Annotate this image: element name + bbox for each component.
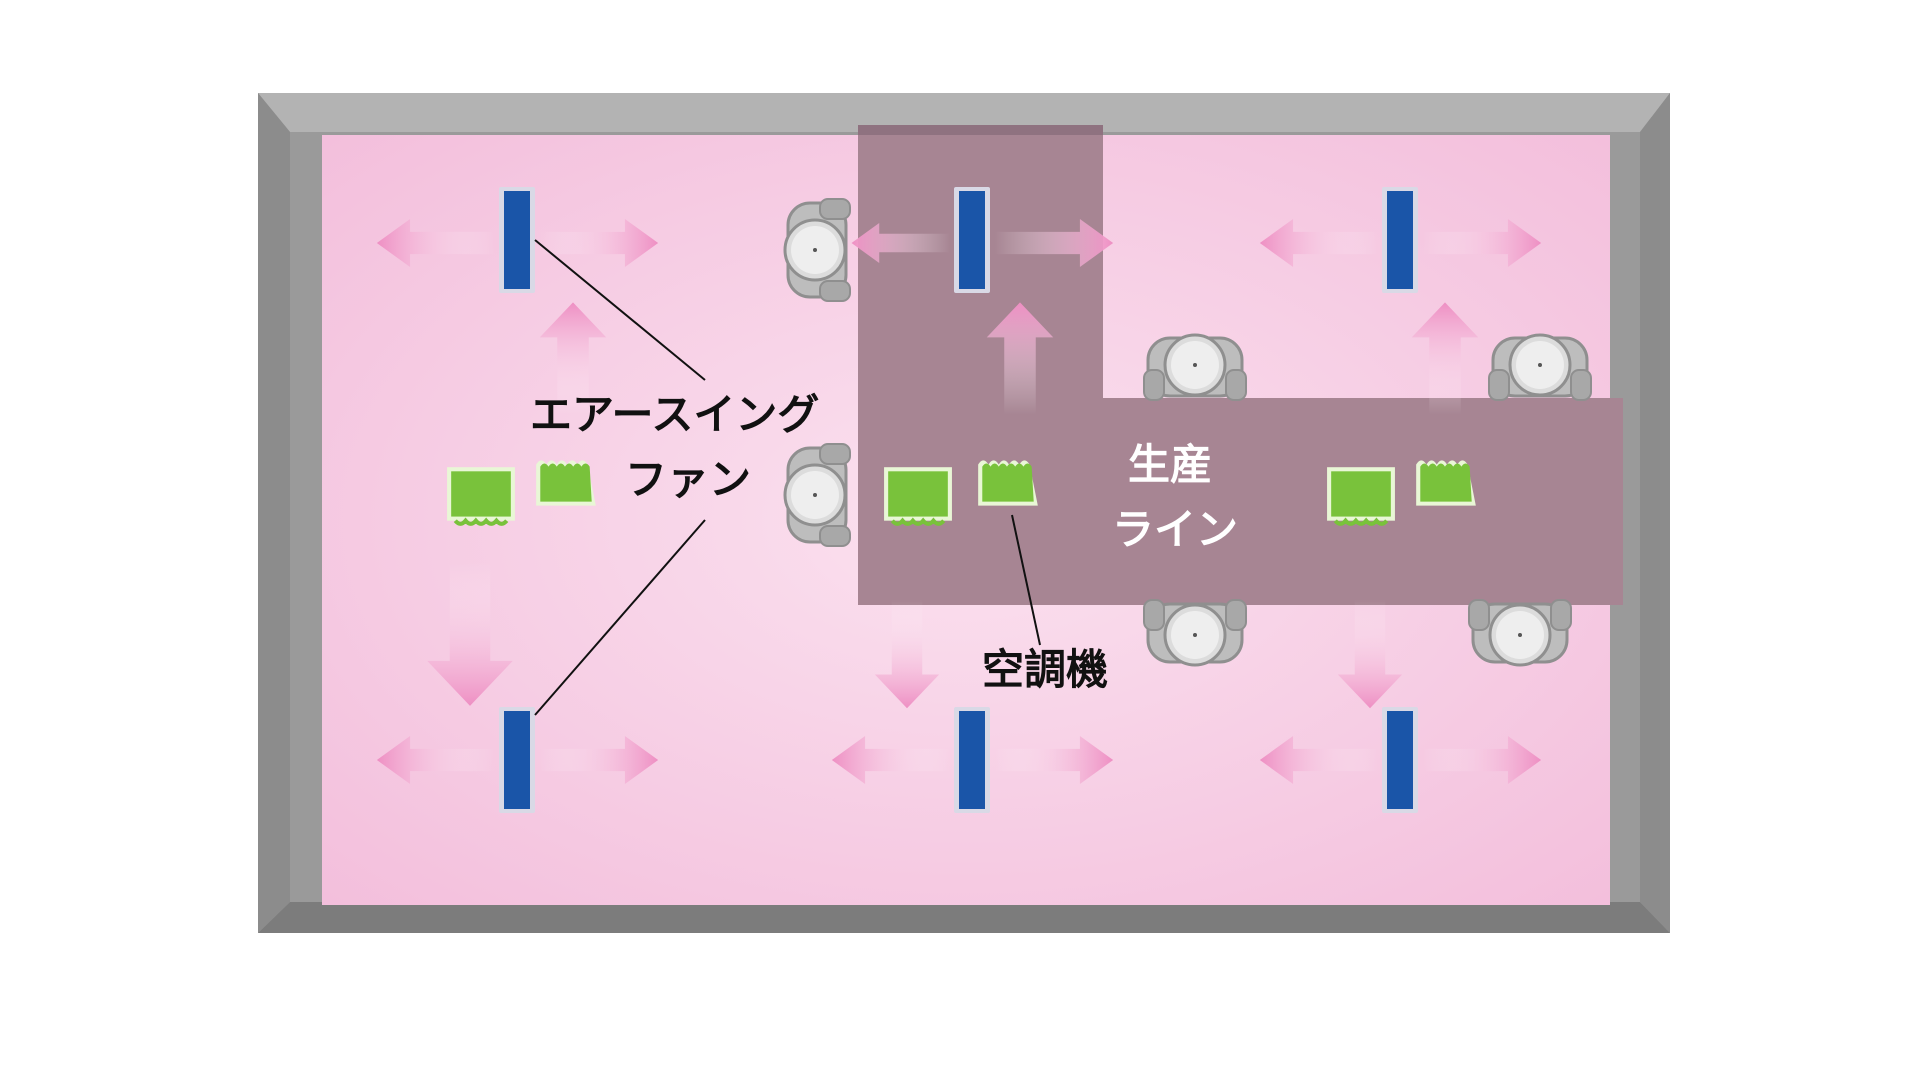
leader-line-fan-top — [534, 239, 706, 381]
air-conditioner-icon — [447, 467, 515, 524]
leader-line-fan-bottom — [534, 519, 706, 716]
label-air-swing-fan-line1: エアースイング — [530, 390, 820, 439]
worker-top-view-icon — [783, 197, 852, 303]
air-swing-fan-icon — [499, 187, 535, 293]
label-production-line-2: ライン — [1112, 505, 1239, 554]
worker-top-view-icon — [1487, 333, 1593, 402]
leader-lines — [534, 239, 1041, 716]
worker-top-view-icon — [1142, 598, 1248, 667]
air-conditioner-icon — [536, 460, 596, 506]
leader-line-ac — [1011, 514, 1041, 646]
air-swing-fan-icon — [1382, 187, 1418, 293]
air-conditioner-icon — [1327, 467, 1395, 524]
worker-top-view-icon — [1467, 598, 1573, 667]
label-air-conditioner: 空調機 — [982, 645, 1109, 694]
air-conditioner-icon — [884, 467, 952, 524]
air-conditioner-icon — [1416, 460, 1476, 506]
air-swing-fan-icon — [954, 187, 990, 293]
air-swing-fan-icon — [499, 707, 535, 813]
air-conditioner-icon — [978, 460, 1038, 506]
label-air-swing-fan-line2: ファン — [625, 455, 752, 504]
label-production-line-1: 生産 — [1128, 440, 1213, 489]
worker-top-view-icon — [783, 442, 852, 548]
air-swing-fan-icon — [1382, 707, 1418, 813]
air-swing-fan-icon — [954, 707, 990, 813]
worker-top-view-icon — [1142, 333, 1248, 402]
